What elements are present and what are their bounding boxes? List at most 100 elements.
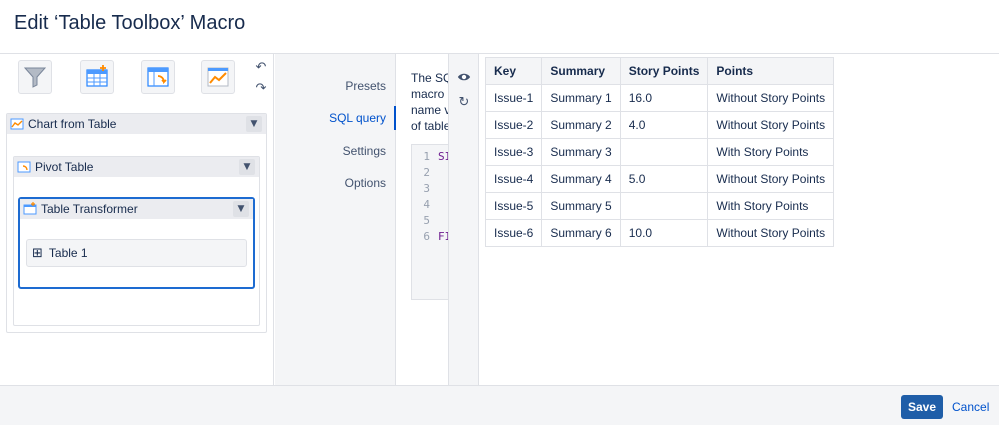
table-cell: 10.0 [619, 219, 709, 247]
line-number: 1 [423, 150, 430, 163]
column-header: Points [707, 57, 835, 85]
table-add-icon [23, 202, 37, 215]
tree-node-table-transformer-container: Table Transformer ▼ ⊞ Table 1 [18, 197, 255, 289]
table-cell: Without Story Points [707, 84, 835, 112]
chevron-down-icon[interactable]: ▼ [239, 159, 255, 175]
tree-node-table-transformer[interactable]: Table Transformer ▼ [20, 199, 253, 219]
chart-line-icon [10, 118, 24, 130]
macro-tree-panel: ↶ ↷ Chart from Table ▼ Pivot Table [0, 54, 274, 385]
table-cell: Without Story Points [707, 111, 835, 139]
result-preview: Key Summary Story Points Points Issue-1 … [479, 54, 999, 385]
dialog-header: Edit ‘Table Toolbox’ Macro [0, 0, 999, 54]
description-line: The SQ [411, 71, 448, 85]
table-cell: Issue-3 [484, 138, 543, 166]
tree-node-pivot-table[interactable]: Pivot Table ▼ [14, 157, 259, 177]
table-icon: ⊞ [32, 245, 43, 261]
tab-options[interactable]: Options [344, 176, 386, 190]
sql-editor[interactable]: 1 2 3 4 5 6 SI FI [411, 144, 448, 300]
table-row: Issue-1 Summary 1 16.0 Without Story Poi… [484, 84, 835, 112]
tree-node-label: Chart from Table [28, 117, 117, 131]
table-cell [619, 138, 709, 166]
line-number: 5 [423, 214, 430, 227]
table-cell: 5.0 [619, 165, 709, 193]
table-row: Issue-3 Summary 3 With Story Points [484, 138, 835, 166]
column-header: Key [484, 57, 543, 85]
redo-icon[interactable]: ↷ [255, 80, 267, 96]
description-line: name v [411, 103, 448, 117]
tree-node-label: Pivot Table [35, 160, 94, 174]
pivot-table-icon [17, 161, 31, 173]
table-cell: Summary 1 [541, 84, 621, 112]
line-gutter: 1 2 3 4 5 6 [412, 149, 434, 245]
code-line [438, 213, 448, 229]
code-area[interactable]: SI FI [438, 149, 448, 245]
refresh-icon[interactable]: ↻ [458, 94, 470, 110]
dialog-title: Edit ‘Table Toolbox’ Macro [14, 12, 246, 34]
tab-settings[interactable]: Settings [342, 144, 386, 158]
table-add-icon [86, 65, 108, 87]
tree-node-label: Table Transformer [41, 202, 138, 216]
undo-icon[interactable]: ↶ [255, 59, 267, 75]
description-line: macro [411, 87, 445, 101]
table-cell: Issue-2 [484, 111, 543, 139]
chart-line-icon [207, 67, 229, 87]
table-cell: With Story Points [707, 138, 835, 166]
cancel-button[interactable]: Cancel [952, 400, 990, 414]
table-row: Issue-2 Summary 2 4.0 Without Story Poin… [484, 111, 835, 139]
code-line: SI [438, 150, 448, 163]
result-table: Key Summary Story Points Points Issue-1 … [484, 57, 835, 247]
funnel-filter-icon [23, 67, 47, 88]
table-row: Issue-5 Summary 5 With Story Points [484, 192, 835, 220]
table-cell: Issue-4 [484, 165, 543, 193]
table-cell: Summary 6 [541, 219, 621, 247]
line-number: 2 [423, 166, 430, 179]
dialog-body: ↶ ↷ Chart from Table ▼ Pivot Table [0, 54, 999, 385]
table-cell: Summary 2 [541, 111, 621, 139]
code-line [438, 181, 448, 197]
tree-node-pivot-table-container: Pivot Table ▼ Table Transformer ▼ [13, 156, 260, 326]
table-row: Issue-6 Summary 6 10.0 Without Story Poi… [484, 219, 835, 247]
table-cell: Summary 5 [541, 192, 621, 220]
eye-icon-graphic [457, 73, 471, 81]
table-cell: 16.0 [619, 84, 709, 112]
table-cell: 4.0 [619, 111, 709, 139]
sql-query-panel: The SQ macro name v of table 1 2 3 4 5 6… [396, 54, 448, 385]
save-button[interactable]: Save [901, 395, 943, 419]
preview-toolbar: ↻ [448, 54, 479, 385]
column-header: Summary [541, 57, 621, 85]
table-cell: Summary 4 [541, 165, 621, 193]
table-cell: Issue-5 [484, 192, 543, 220]
table-row: Issue-4 Summary 4 5.0 Without Story Poin… [484, 165, 835, 193]
chevron-down-icon[interactable]: ▼ [246, 116, 262, 132]
add-chart-button[interactable] [201, 60, 235, 94]
table-cell [619, 192, 709, 220]
tree-node-chart-from-table[interactable]: Chart from Table ▼ [7, 114, 266, 134]
add-filter-button[interactable] [18, 60, 52, 94]
code-line [438, 197, 448, 213]
table-header-row: Key Summary Story Points Points [484, 57, 835, 85]
line-number: 3 [423, 182, 430, 195]
table-cell: Without Story Points [707, 165, 835, 193]
macro-tree: Chart from Table ▼ Pivot Table ▼ [6, 113, 267, 333]
table-cell: Without Story Points [707, 219, 835, 247]
code-line: FI [438, 230, 448, 243]
add-pivot-table-button[interactable] [141, 60, 175, 94]
table-cell: Issue-1 [484, 84, 543, 112]
table-cell: With Story Points [707, 192, 835, 220]
line-number: 6 [423, 230, 430, 243]
table-cell: Issue-6 [484, 219, 543, 247]
sql-description: The SQ macro name v of table [411, 70, 448, 134]
line-number: 4 [423, 198, 430, 211]
pivot-table-icon [147, 67, 169, 87]
eye-icon[interactable] [455, 68, 473, 86]
add-table-transformer-button[interactable] [80, 60, 114, 94]
dialog-footer: Save Cancel [0, 385, 999, 425]
code-line [438, 165, 448, 181]
tab-sql-query[interactable]: SQL query [329, 111, 386, 125]
tree-node-label: Table 1 [48, 246, 88, 260]
table-cell: Summary 3 [541, 138, 621, 166]
chevron-down-icon[interactable]: ▼ [233, 201, 249, 217]
tree-node-table-1[interactable]: ⊞ Table 1 [26, 239, 247, 267]
description-line: of table [411, 119, 448, 133]
tab-presets[interactable]: Presets [345, 79, 386, 93]
